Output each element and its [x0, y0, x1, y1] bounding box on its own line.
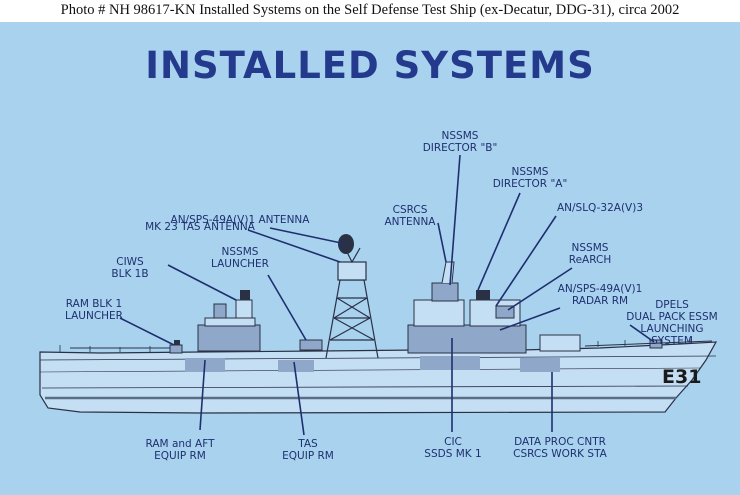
hull-compartment-tas [278, 360, 314, 372]
nssms-launcher-icon [299, 339, 323, 351]
label-nssms-launcher: NSSMS LAUNCHER [200, 246, 280, 270]
hull-compartment-cic [420, 356, 480, 370]
dpels-launcher-icon [649, 339, 663, 349]
label-line: DATA PROC CNTR [514, 436, 606, 448]
label-line: AN/SLQ-32A(V)3 [556, 202, 644, 214]
leader-lines [119, 154, 655, 436]
label-line: DIRECTOR "A" [492, 178, 568, 190]
label-line: NSSMS [221, 246, 259, 258]
label-line: SSDS MK 1 [424, 448, 482, 460]
label-line: DPELS [655, 299, 689, 311]
label-line: EQUIP RM [154, 450, 206, 462]
label-line: CSRCS WORK STA [513, 448, 607, 460]
forward-deck-house [539, 334, 581, 352]
label-ram-launcher: RAM BLK 1 LAUNCHER [44, 298, 144, 322]
label-nssms-director-a: NSSMS DIRECTOR "A" [470, 166, 590, 190]
label-line: EQUIP RM [282, 450, 334, 462]
bow-railing [584, 340, 713, 347]
ram-launcher-icon [169, 340, 183, 354]
label-line: NSSMS [441, 130, 479, 142]
label-csrcs-antenna: CSRCS ANTENNA [355, 204, 465, 228]
midship-superstructure [407, 261, 527, 354]
label-line: RAM and AFT [145, 438, 215, 450]
hull-band-lower [39, 367, 701, 373]
label-line: LAUNCHER [65, 310, 123, 322]
label-an-slq32: AN/SLQ-32A(V)3 [535, 202, 665, 214]
label-nssms-rearch: NSSMS ReARCH [550, 242, 630, 266]
label-line: SYSTEM [651, 335, 693, 347]
label-line: TAS [298, 438, 318, 450]
label-ram-aft-equip: RAM and AFT EQUIP RM [130, 438, 230, 462]
label-line: NSSMS [571, 242, 609, 254]
label-line: CIWS [116, 256, 144, 268]
diagram-plate [0, 22, 740, 495]
hull-number: E31 [662, 366, 702, 388]
photo-caption: Photo # NH 98617-KN Installed Systems on… [60, 2, 680, 18]
diagram-title: INSTALLED SYSTEMS [145, 44, 595, 87]
label-line: DIRECTOR "B" [422, 142, 498, 154]
label-tas-equip: TAS EQUIP RM [268, 438, 348, 462]
label-line: AN/SPS-49A(V)1 [557, 283, 643, 295]
label-line: BLK 1B [111, 268, 149, 280]
label-line: RADAR RM [571, 295, 629, 307]
aft-superstructure [197, 290, 261, 352]
label-line: CSRCS [392, 204, 428, 216]
label-data-proc: DATA PROC CNTR CSRCS WORK STA [495, 436, 625, 460]
label-nssms-director-b: NSSMS DIRECTOR "B" [400, 130, 520, 154]
label-line: NSSMS [511, 166, 549, 178]
label-dpels: DPELS DUAL PACK ESSM LAUNCHING SYSTEM [612, 299, 732, 347]
label-line: DUAL PACK ESSM [626, 311, 718, 323]
caption-strip: Photo # NH 98617-KN Installed Systems on… [0, 0, 740, 22]
boot-top-stripe [41, 385, 689, 389]
label-an-sps49-radar-rm: AN/SPS-49A(V)1 RADAR RM [540, 283, 660, 307]
label-line: ANTENNA [384, 216, 436, 228]
ship-hull [39, 341, 718, 414]
label-line: RAM BLK 1 [65, 298, 123, 310]
deck-details [59, 337, 691, 352]
label-line: AN/SPS-49A(V)1 ANTENNA [170, 214, 310, 226]
label-line: CIC [444, 436, 462, 448]
label-mk23-tas-antenna: MK 23 TAS ANTENNA [120, 221, 280, 233]
lattice-mast [325, 247, 379, 359]
label-an-sps49-antenna: AN/SPS-49A(V)1 ANTENNA [140, 214, 340, 226]
hull-compartment-data-proc [520, 358, 560, 372]
label-cic: CIC SSDS MK 1 [408, 436, 498, 460]
label-line: LAUNCHER [211, 258, 269, 270]
label-line: MK 23 TAS ANTENNA [145, 221, 255, 233]
label-line: ReARCH [568, 254, 612, 266]
label-line: LAUNCHING [640, 323, 704, 335]
label-ciws: CIWS BLK 1B [100, 256, 160, 280]
